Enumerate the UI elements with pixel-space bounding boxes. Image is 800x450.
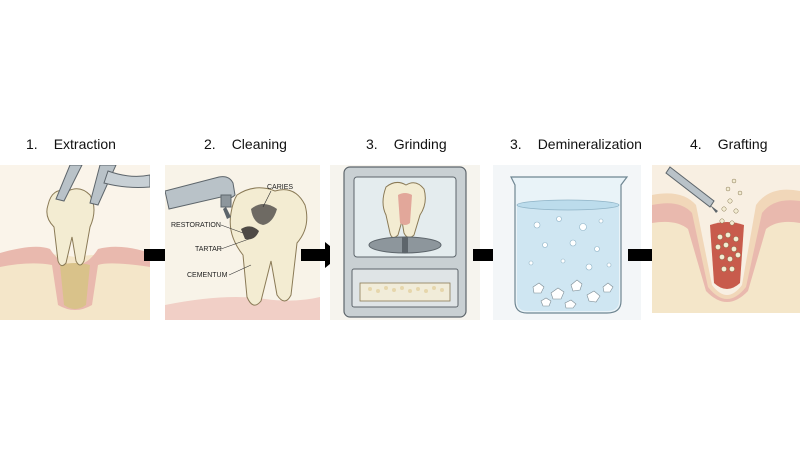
step-2-number: 2. bbox=[204, 136, 216, 152]
label-caries: CARIES bbox=[267, 184, 293, 191]
cleaning-illustration: CARIES RESTORATION TARTAR CEMENTUM bbox=[165, 165, 320, 320]
step-5-label: Grafting bbox=[718, 136, 768, 152]
label-tartar: TARTAR bbox=[195, 246, 222, 253]
step-1-title: 1. Extraction bbox=[26, 136, 116, 152]
step-3-label: Grinding bbox=[394, 136, 447, 152]
step-3-title: 3. Grinding bbox=[366, 136, 447, 152]
step-5-title: 4. Grafting bbox=[690, 136, 768, 152]
step-5-number: 4. bbox=[690, 136, 702, 152]
step-1-label: Extraction bbox=[54, 136, 116, 152]
step-1-number: 1. bbox=[26, 136, 38, 152]
step-2-label: Cleaning bbox=[232, 136, 287, 152]
demineralization-illustration bbox=[493, 165, 641, 320]
grafting-illustration bbox=[652, 165, 800, 313]
step-3-number: 3. bbox=[366, 136, 378, 152]
grinding-illustration bbox=[330, 165, 480, 320]
step-4-title: 3. Demineralization bbox=[510, 136, 642, 152]
extraction-illustration bbox=[0, 165, 150, 320]
step-4-number: 3. bbox=[510, 136, 522, 152]
step-2-title: 2. Cleaning bbox=[204, 136, 287, 152]
label-cementum: CEMENTUM bbox=[187, 272, 228, 279]
label-restoration: RESTORATION bbox=[171, 222, 221, 229]
step-4-label: Demineralization bbox=[538, 136, 642, 152]
